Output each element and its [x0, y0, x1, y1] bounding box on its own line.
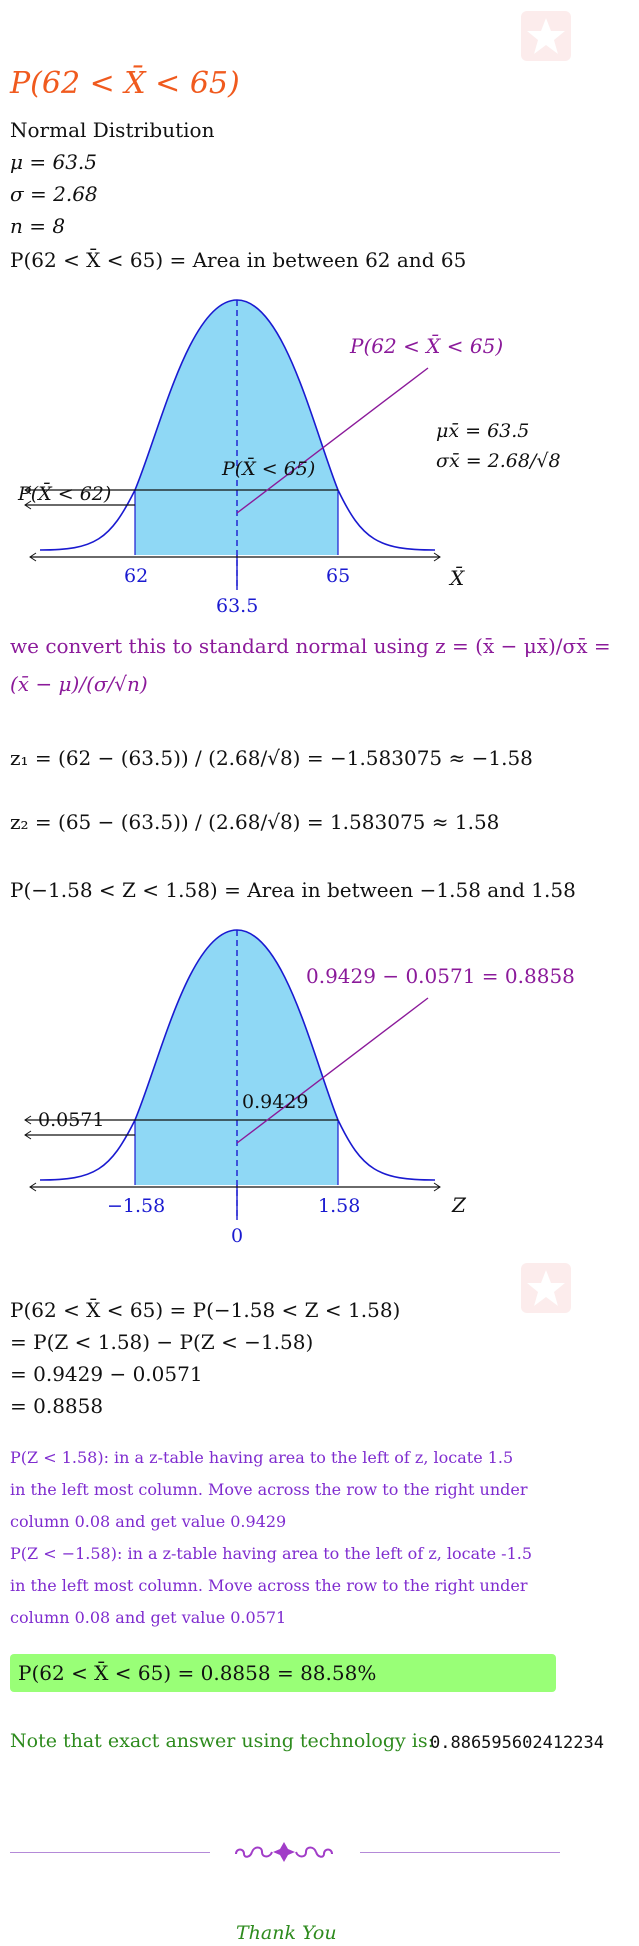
- graph1-sigma-xbar: σx̄ = 2.68/√8: [436, 450, 561, 472]
- step-2: = P(Z < 1.58) − P(Z < −1.58): [10, 1330, 314, 1354]
- final-answer: P(62 < X̄ < 65) = 0.8858 = 88.58%: [18, 1661, 377, 1685]
- note-2b: in the left most column. Move across the…: [10, 1576, 528, 1595]
- graph1-mu-xbar: μx̄ = 63.5: [436, 420, 529, 442]
- graph1-right-label: P(X̄ < 65): [221, 457, 315, 480]
- page-title: P(62 < X̄ < 65): [10, 66, 240, 101]
- graph2-curve-label: 0.9429 − 0.0571 = 0.8858: [306, 964, 575, 988]
- graph2-axis-label: Z: [451, 1193, 467, 1217]
- mu-value: μ = 63.5: [10, 150, 98, 174]
- n-value: n = 8: [10, 214, 66, 238]
- note-2a: P(Z < −1.58): in a z-table having area t…: [10, 1544, 533, 1563]
- answer-box: [10, 1654, 556, 1692]
- normal-curve-graph-2: 0.9429 − 0.0571 = 0.8858 0.9429 0.0571 −…: [24, 929, 575, 1247]
- graph2-right-label: 0.9429: [242, 1091, 308, 1113]
- note-1a: P(Z < 1.58): in a z-table having area to…: [10, 1448, 514, 1467]
- graph1-left-label: P(X̄ < 62): [17, 482, 111, 505]
- note-1c: column 0.08 and get value 0.9429: [10, 1512, 287, 1531]
- graph1-tick-center: 63.5: [216, 595, 258, 617]
- graph2-tick-right: 1.58: [318, 1195, 360, 1217]
- graph2-left-label: 0.0571: [38, 1109, 104, 1131]
- step-3: = 0.9429 − 0.0571: [10, 1362, 203, 1386]
- step-4: = 0.8858: [10, 1394, 104, 1418]
- divider-right: [360, 1852, 560, 1853]
- graph1-curve-label: P(62 < X̄ < 65): [349, 333, 503, 358]
- z1-calc: z₁ = (62 − (63.5)) / (2.68/√8) = −1.5830…: [10, 746, 533, 770]
- graph1-tick-right: 65: [326, 565, 350, 587]
- area-statement-2: P(−1.58 < Z < 1.58) = Area in between −1…: [10, 878, 576, 902]
- closing-text: Thank You: [236, 1922, 337, 1944]
- note-2c: column 0.08 and get value 0.0571: [10, 1608, 287, 1627]
- star-watermark-icon: [521, 1263, 571, 1313]
- sigma-value: σ = 2.68: [10, 182, 98, 206]
- star-watermark-icon: [521, 11, 571, 61]
- graph1-tick-left: 62: [124, 565, 148, 587]
- distribution-label: Normal Distribution: [10, 118, 215, 142]
- convert-line-2: (x̄ − μ)/(σ/√n): [10, 672, 148, 696]
- tech-note-label: Note that exact answer using technology …: [10, 1730, 435, 1752]
- graph2-tick-center: 0: [231, 1225, 243, 1247]
- graph1-axis-label: X̄: [448, 565, 465, 590]
- divider-left: [10, 1852, 210, 1853]
- graph2-tick-left: −1.58: [107, 1195, 165, 1217]
- note-1b: in the left most column. Move across the…: [10, 1480, 528, 1499]
- shaded-area-2: [135, 930, 338, 1185]
- shaded-area-1: [135, 300, 338, 555]
- tech-note-value: 0.886595602412234: [430, 1733, 604, 1753]
- convert-line-1: we convert this to standard normal using…: [10, 634, 611, 658]
- z2-calc: z₂ = (65 − (63.5)) / (2.68/√8) = 1.58307…: [10, 810, 500, 834]
- ornament-icon: [235, 1842, 333, 1862]
- normal-curve-graph-1: P(62 < X̄ < 65) P(X̄ < 65) P(X̄ < 62) μx…: [17, 299, 561, 617]
- step-1: P(62 < X̄ < 65) = P(−1.58 < Z < 1.58): [10, 1298, 401, 1322]
- area-statement-1: P(62 < X̄ < 65) = Area in between 62 and…: [10, 248, 467, 272]
